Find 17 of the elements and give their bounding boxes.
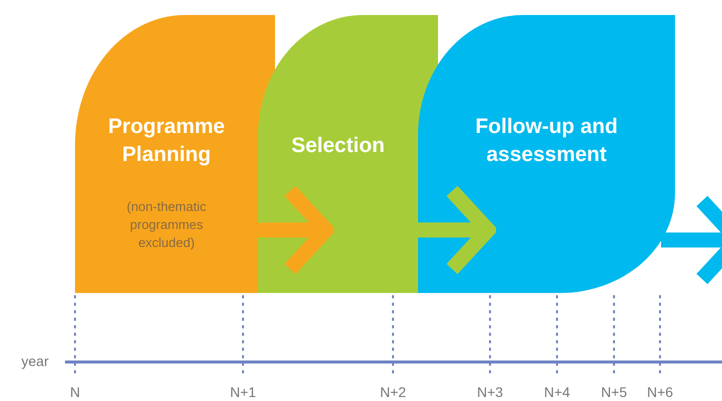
tick-label: N+2 (378, 384, 408, 400)
arrow (418, 184, 496, 276)
planning-phase-shape (75, 15, 275, 293)
tick-label: N+6 (646, 384, 674, 400)
phase-title: Programme Planning (107, 114, 226, 168)
tick-label: N+3 (476, 384, 504, 400)
axis-label: year (20, 353, 50, 369)
phase-title: Follow-up and assessment (474, 114, 619, 168)
follow-up-phase-shape (418, 15, 675, 293)
arrow (258, 184, 334, 276)
tick-label: N (68, 384, 82, 400)
tick-label: N+5 (600, 384, 628, 400)
tick-label: N+4 (542, 384, 572, 400)
tick-label: N+1 (228, 384, 258, 400)
arrow (661, 194, 722, 286)
phase-note: (non-thematic programmes excluded) (126, 198, 208, 252)
phase-title: Selection (290, 133, 386, 159)
